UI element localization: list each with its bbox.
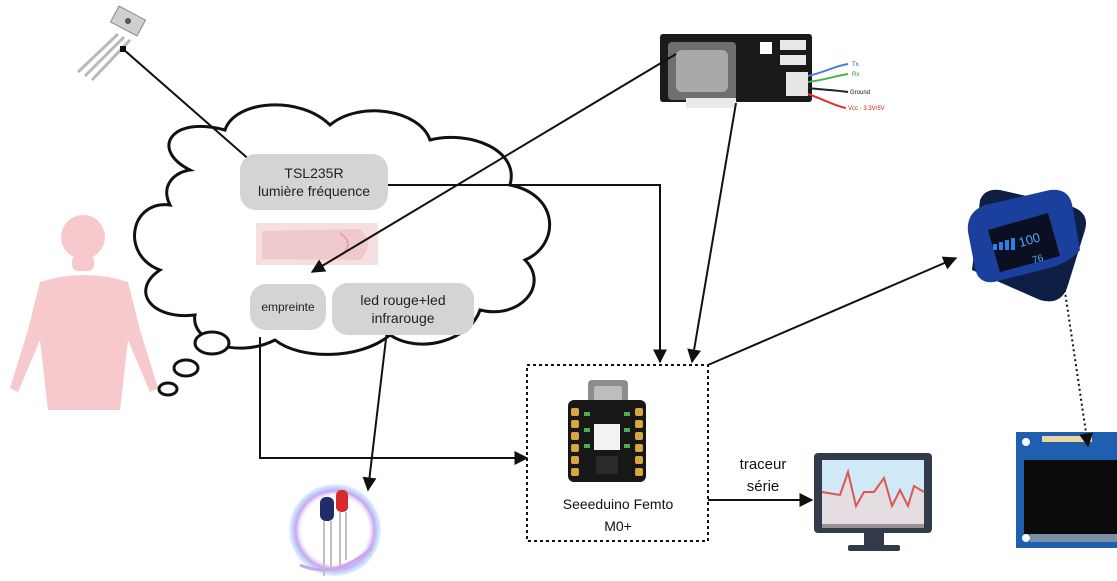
led-sublabel: infrarouge [371, 310, 435, 326]
finger-icon [256, 223, 378, 265]
plotter-sublabel: série [746, 478, 780, 495]
wire-ground-label: Ground [850, 90, 870, 96]
fingerprint-pill: empreinte [250, 284, 326, 330]
dotted-oximeter-to-oled [1063, 284, 1094, 448]
led-components-icon [289, 484, 381, 576]
wire-rx-label: Rx [852, 72, 859, 78]
seeeduino-board-icon [568, 380, 646, 482]
board-label: Seeeduino Femto [562, 496, 674, 512]
arrow-cloud-to-board [259, 337, 529, 465]
arrow-fingerprint-to-board [687, 102, 737, 364]
thought-bubbles [157, 330, 231, 397]
tsl235r-pill: TSL235R lumière fréquence [240, 154, 388, 210]
plotter-label-block: traceur série [722, 454, 804, 498]
tsl235r-sensor-icon [76, 5, 147, 82]
pulse-oximeter-icon [967, 189, 1086, 302]
tsl235r-label: TSL235R [284, 165, 344, 181]
fingerprint-label: empreinte [261, 300, 315, 314]
arrow-fingerprint-to-cloud [310, 53, 677, 273]
fingerprint-sensor-icon [660, 34, 849, 109]
wire-vcc-label: Vcc - 3.3V/5V [848, 106, 885, 112]
board-label-block: Seeeduino Femto M0+ [545, 493, 691, 537]
led-pill: led rouge+led infrarouge [332, 283, 474, 335]
board-sublabel: M0+ [604, 518, 632, 534]
connector-tsl-to-cloud [122, 48, 253, 163]
monitor-icon [814, 453, 932, 551]
arrow-board-to-oximeter [707, 256, 958, 366]
pulse-reading: 76 [1031, 253, 1045, 267]
arrow-cloud-to-led [362, 321, 389, 492]
human-body-icon [10, 215, 158, 410]
oled-display-icon [1016, 432, 1117, 548]
tsl235r-sublabel: lumière fréquence [257, 183, 371, 199]
spo2-reading: 100 [1017, 230, 1042, 250]
arrow-tsl-to-board [385, 184, 667, 364]
connection-arrows [122, 48, 1094, 507]
plotter-label: traceur [739, 456, 787, 473]
led-label: led rouge+led [360, 292, 446, 308]
wire-tx-label: Tx [852, 62, 859, 68]
